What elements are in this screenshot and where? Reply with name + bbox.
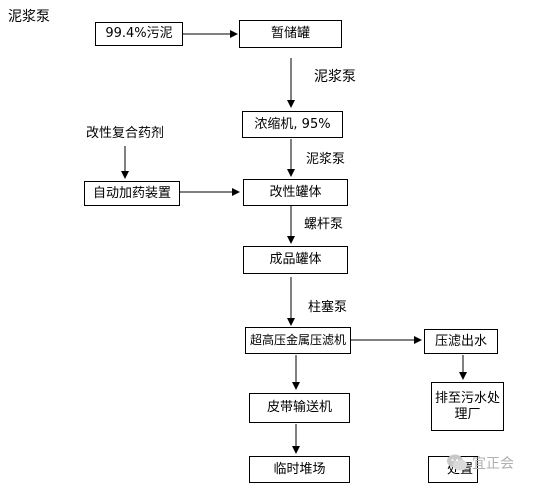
- screw-pump-label: 螺杆泵: [304, 217, 344, 232]
- piston-pump-label: 柱塞泵: [308, 300, 348, 315]
- watermark-text: 宜正会: [472, 456, 514, 472]
- pump-label-2: 泥浆泵: [306, 152, 346, 167]
- filter-press-text: 超高压金属压滤机: [249, 333, 346, 348]
- storage-tank-text: 暂储罐: [270, 26, 310, 42]
- header-label: 泥浆泵: [8, 9, 50, 25]
- sludge-input-text: 99.4%污泥: [105, 26, 173, 42]
- modifier-tank-text: 改性罐体: [269, 184, 322, 200]
- auto-dosing-text: 自动加药装置: [92, 185, 171, 201]
- thickener-box: 浓缩机, 95%: [242, 111, 343, 138]
- modifier-tank-box: 改性罐体: [243, 179, 348, 206]
- belt-conveyor-box: 皮带输送机: [249, 393, 350, 423]
- belt-conveyor-text: 皮带输送机: [266, 400, 332, 416]
- product-tank-box: 成品罐体: [243, 246, 348, 274]
- wastewater-plant-box: 排至污水处 理厂: [431, 382, 504, 431]
- storage-tank-box: 暂储罐: [239, 20, 342, 48]
- sludge-input-box: 99.4%污泥: [95, 22, 183, 46]
- filtrate-box: 压滤出水: [424, 329, 498, 354]
- temp-yard-text: 临时堆场: [273, 461, 326, 477]
- wastewater-plant-line-1: 排至污水处: [434, 390, 500, 406]
- thickener-text: 浓缩机, 95%: [254, 116, 331, 132]
- watermark: 宜正会: [446, 451, 514, 475]
- temp-yard-box: 临时堆场: [249, 456, 350, 483]
- wechat-icon: [447, 454, 467, 471]
- filter-press-box: 超高压金属压滤机: [245, 327, 351, 354]
- filtrate-text: 压滤出水: [434, 333, 487, 349]
- product-tank-text: 成品罐体: [269, 252, 322, 268]
- wastewater-plant-line-2: 理厂: [454, 406, 481, 422]
- pump-label-1: 泥浆泵: [314, 69, 356, 85]
- reagent-label: 改性复合药剂: [86, 126, 165, 141]
- auto-dosing-box: 自动加药装置: [84, 181, 180, 206]
